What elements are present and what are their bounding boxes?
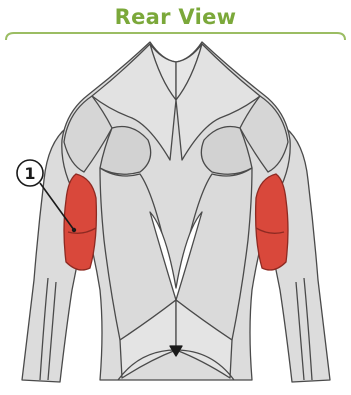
right-triceps <box>256 174 288 270</box>
callout-number: 1 <box>24 164 35 183</box>
callout-point <box>72 228 76 232</box>
header-frame-line <box>6 33 345 40</box>
